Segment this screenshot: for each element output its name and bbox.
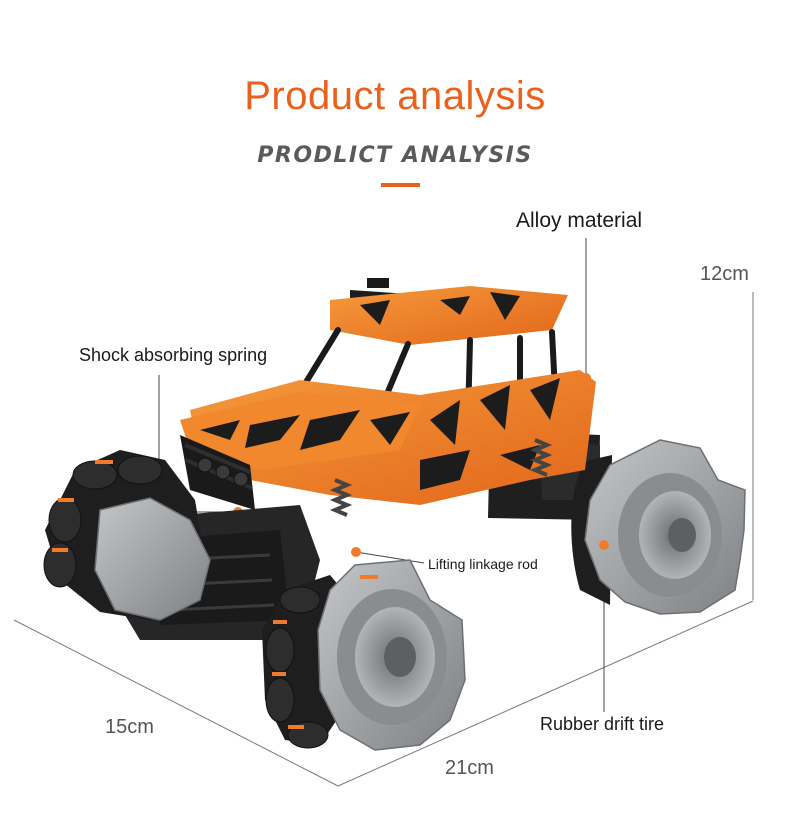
callout-alloy-material: Alloy material (516, 209, 643, 232)
front-right-wheel (262, 559, 466, 751)
lifting-leader (355, 551, 425, 564)
dimension-length: 21cm (445, 757, 494, 779)
title-underline (381, 183, 420, 187)
front-left-wheel (43, 450, 211, 621)
callout-shock-absorbing-spring: Shock absorbing spring (79, 345, 268, 365)
length-line (337, 600, 754, 787)
car-body (180, 278, 596, 557)
dimension-height: 12cm (700, 263, 749, 285)
rear-right-wheel (571, 439, 746, 615)
width-line (13, 619, 339, 787)
callout-lifting-linkage-rod: Lifting linkage rod (428, 556, 538, 572)
page-title: Product analysis (244, 74, 546, 118)
callout-rubber-drift-tire: Rubber drift tire (540, 714, 665, 734)
dimension-lines (13, 292, 754, 787)
dimension-width: 15cm (105, 716, 154, 738)
page-subtitle: PRODLICT ANALYSIS (257, 143, 533, 168)
